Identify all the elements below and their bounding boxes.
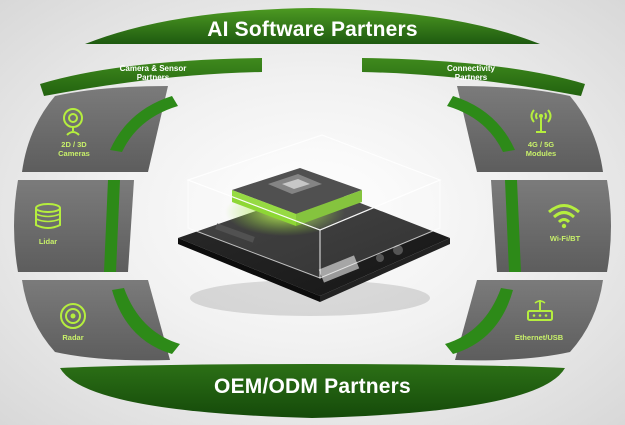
left-inner-arc-3 [112, 288, 180, 354]
right-inner-arc-3 [445, 288, 513, 354]
bottom-banner [60, 364, 565, 418]
right-panel-top [457, 86, 603, 172]
right-inner-arc [447, 96, 515, 152]
radar-icon [60, 303, 86, 329]
lidar-icon [35, 203, 61, 229]
jetson-module-illustration [178, 134, 450, 316]
top-banner-title: AI Software Partners [207, 18, 418, 41]
left-item-cameras: 2D / 3D Cameras [44, 140, 104, 158]
left-panel-top [22, 86, 168, 172]
left-panel-mid [14, 180, 134, 272]
right-inner-arc-2 [505, 180, 521, 272]
wifi-icon [548, 204, 580, 229]
right-item-ethernet: Ethernet/USB [514, 333, 564, 342]
right-item-wifi: Wi-Fi/BT [549, 234, 581, 243]
antenna-icon [530, 109, 552, 133]
cameras-line1: 2D / 3D [61, 140, 87, 149]
camera-icon [63, 108, 83, 136]
left-sub-label: Camera & Sensor Partners [98, 64, 208, 82]
left-sub-label-line1: Camera & Sensor [119, 64, 187, 73]
left-inner-arc [110, 96, 178, 152]
right-item-modules: 4G / 5G Modules [510, 140, 572, 158]
left-panel-bot [22, 280, 170, 361]
right-sub-label-line1: Connectivity [446, 64, 495, 73]
router-icon [527, 300, 553, 321]
top-banner [85, 8, 540, 44]
right-sub-label: Connectivity Partners [416, 64, 526, 82]
right-sub-tab [362, 58, 585, 96]
left-sub-label-line2: Partners [136, 73, 170, 83]
modules-line1: 4G / 5G [527, 140, 555, 149]
right-panel-mid [491, 180, 611, 272]
left-inner-arc-2 [104, 180, 120, 272]
right-sub-label-line2: Partners [454, 73, 488, 83]
modules-line2: Modules [525, 148, 557, 158]
left-item-radar: Radar [62, 333, 84, 342]
left-sub-tab [40, 58, 262, 96]
cameras-line2: Cameras [58, 148, 90, 158]
left-item-lidar: Lidar [38, 237, 58, 246]
bottom-banner-title: OEM/ODM Partners [214, 375, 411, 398]
